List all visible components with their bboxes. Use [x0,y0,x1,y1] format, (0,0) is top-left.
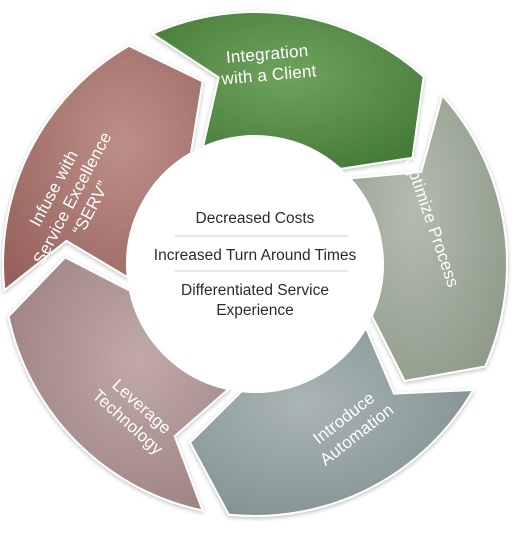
center-item-turn-around-times: Increased Turn Around Times [154,247,357,264]
center-disc [127,136,383,392]
cycle-segments [2,11,508,517]
center-item-differentiated-service: Differentiated Service [181,282,329,299]
center-item-experience: Experience [216,302,294,319]
center-item-decreased-costs: Decreased Costs [196,210,315,227]
